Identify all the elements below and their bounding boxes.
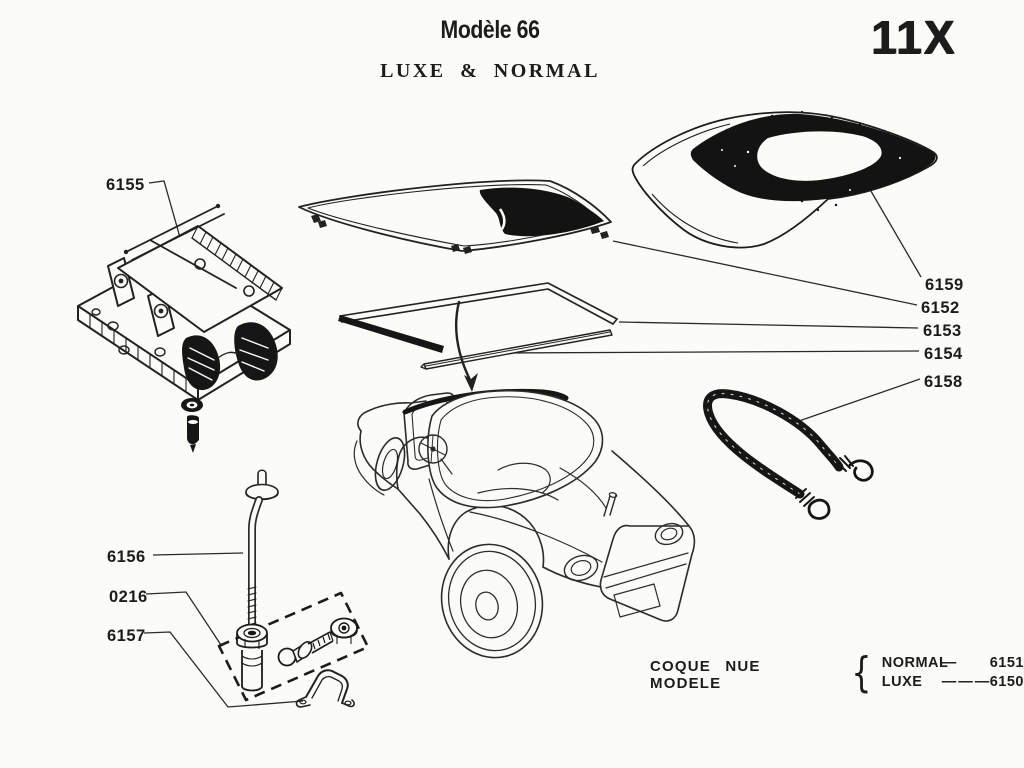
legend-line-style: — — [941, 654, 957, 671]
legend-row-normal: NORMAL — 6151 — [882, 654, 1024, 672]
part-label-6155: 6155 — [106, 176, 145, 194]
legend-part-number: 6151 — [989, 654, 1024, 671]
part-label-6152: 6152 — [921, 299, 960, 317]
part-label-6158: 6158 — [924, 373, 963, 391]
page-subtitle: LUXE & NORMAL — [380, 60, 600, 82]
legend-brace: { — [851, 648, 872, 698]
stipple-dots — [697, 110, 923, 212]
clamp-bracket-drawing — [295, 669, 355, 708]
legend-rows: NORMAL — 6151 LUXE — — — 6150 — [882, 648, 1024, 691]
window-frame-trim-drawing — [338, 282, 618, 353]
screw-drawing — [181, 398, 203, 453]
legend-variant-name: NORMAL — [881, 654, 949, 671]
part-label-6157: 6157 — [107, 627, 146, 645]
legend: COQUE NUE MODELE { NORMAL — 6151 LUXE — … — [650, 646, 1024, 698]
legend-variant-name: LUXE — [881, 673, 923, 690]
soft-top-cover-drawing — [631, 110, 938, 249]
part-label-0216: 0216 — [109, 588, 148, 606]
part-label-6156: 6156 — [107, 548, 146, 566]
legend-row-luxe: LUXE — — — 6150 — [882, 673, 1024, 691]
part-number-labels: 6155 6159 6152 6153 6154 6158 6156 0216 … — [106, 176, 964, 645]
legend-line-style: — — — — [941, 673, 990, 690]
lower-trim-strip-drawing — [420, 329, 613, 370]
part-label-6159: 6159 — [925, 276, 964, 294]
fastener-kit-box — [217, 591, 370, 702]
plate-number: 11X — [870, 10, 956, 64]
page-title: Modèle 66 — [440, 16, 540, 44]
down-arrow — [455, 300, 478, 392]
latch-assembly-drawing — [77, 203, 291, 401]
leader-lines — [143, 180, 922, 708]
tension-strap-drawing — [703, 389, 874, 520]
anchor-rod-drawing — [245, 469, 279, 632]
part-label-6153: 6153 — [923, 322, 962, 340]
part-label-6154: 6154 — [924, 345, 963, 363]
legend-part-number: 6150 — [989, 673, 1024, 690]
rear-window-glass-drawing — [298, 179, 612, 254]
legend-label: COQUE NUE MODELE — [650, 658, 761, 692]
car-body-drawing — [353, 388, 696, 659]
